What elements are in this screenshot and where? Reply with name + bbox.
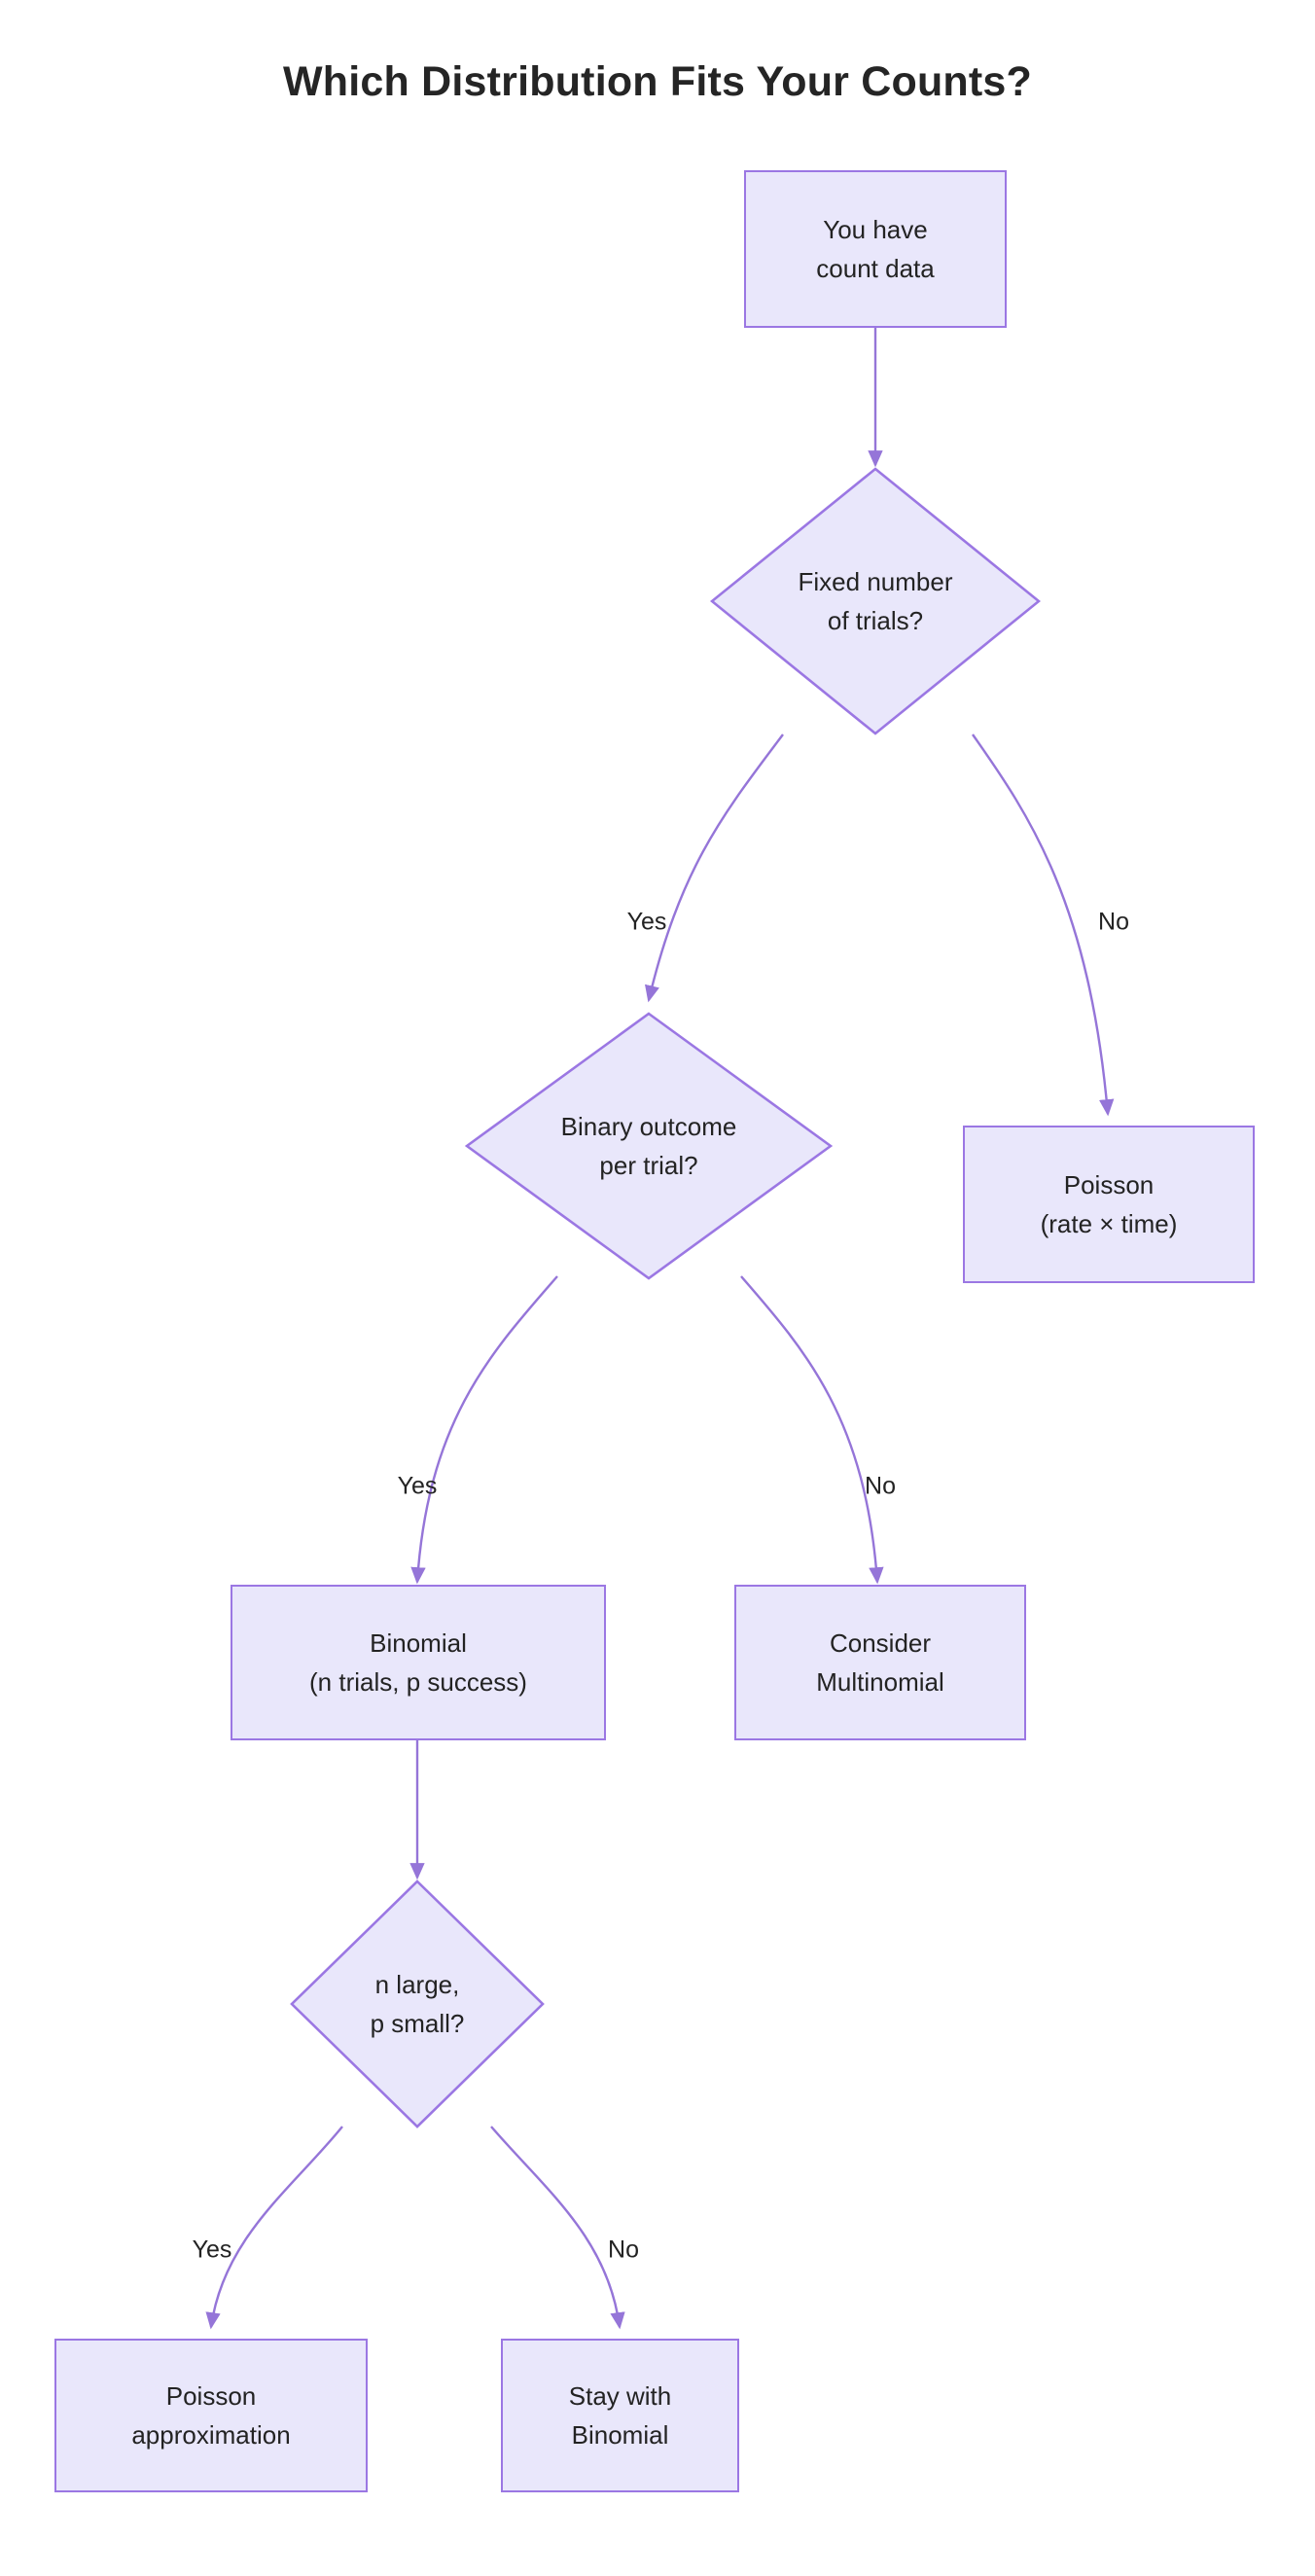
diamond-shape bbox=[290, 1879, 545, 2129]
node-line-1: Binomial bbox=[370, 1628, 467, 1658]
diamond-shape bbox=[710, 467, 1041, 735]
edge-np-no-to-stay-with-binomial bbox=[490, 2126, 625, 2330]
node-fixed-number-of-trials[interactable]: Fixed number of trials? bbox=[710, 467, 1041, 735]
node-n-large-p-small[interactable]: n large, p small? bbox=[290, 1879, 545, 2129]
node-line-1: Binary outcome bbox=[560, 1111, 737, 1141]
edge-fixed-trials-no-to-poisson bbox=[972, 733, 1115, 1117]
node-line-1: Poisson bbox=[165, 2380, 257, 2411]
node-line-1: You have bbox=[823, 214, 928, 244]
edge-fixed-trials-yes-to-binary bbox=[644, 733, 784, 1003]
node-consider-multinomial[interactable]: Consider Multinomial bbox=[734, 1585, 1026, 1740]
node-line-2: (rate × time) bbox=[1040, 1209, 1178, 1238]
edge-np-yes-to-poisson-approximation bbox=[205, 2126, 343, 2330]
node-line-2: per trial? bbox=[599, 1151, 698, 1180]
node-line-1: Fixed number bbox=[798, 566, 953, 596]
node-line-2: (n trials, p success) bbox=[309, 1667, 527, 1697]
edge-label-fixed-trials-no: No bbox=[1098, 908, 1129, 936]
node-line-2: of trials? bbox=[827, 606, 924, 635]
node-binomial[interactable]: Binomial (n trials, p success) bbox=[231, 1585, 606, 1740]
edge-label-binary-yes: Yes bbox=[397, 1472, 438, 1500]
page-title: Which Distribution Fits Your Counts? bbox=[283, 58, 1032, 105]
diamond-shape bbox=[465, 1012, 833, 1280]
node-line-2: Binomial bbox=[571, 2420, 669, 2450]
node-line-2: count data bbox=[816, 254, 935, 283]
node-line-1: Stay with bbox=[568, 2380, 672, 2411]
edge-label-np-no: No bbox=[608, 2236, 639, 2264]
node-line-2: approximation bbox=[131, 2420, 291, 2450]
node-line-2: p small? bbox=[370, 2009, 465, 2038]
node-binary-outcome-per-trial[interactable]: Binary outcome per trial? bbox=[465, 1012, 833, 1280]
edge-label-np-yes: Yes bbox=[192, 2236, 232, 2264]
edge-binary-no-to-multinomial bbox=[740, 1275, 884, 1585]
node-line-1: n large, bbox=[374, 1969, 460, 1999]
node-poisson-rate-times-time[interactable]: Poisson (rate × time) bbox=[963, 1126, 1255, 1283]
edge-label-binary-no: No bbox=[865, 1472, 896, 1500]
node-line-2: Multinomial bbox=[816, 1667, 944, 1697]
edge-binary-yes-to-binomial bbox=[410, 1275, 558, 1585]
node-line-1: Consider bbox=[829, 1628, 932, 1658]
node-poisson-approximation[interactable]: Poisson approximation bbox=[54, 2339, 368, 2492]
node-stay-with-binomial[interactable]: Stay with Binomial bbox=[501, 2339, 739, 2492]
node-line-1: Poisson bbox=[1063, 1169, 1155, 1199]
node-you-have-count-data[interactable]: You have count data bbox=[744, 170, 1007, 328]
edge-label-fixed-trials-yes: Yes bbox=[626, 908, 667, 936]
